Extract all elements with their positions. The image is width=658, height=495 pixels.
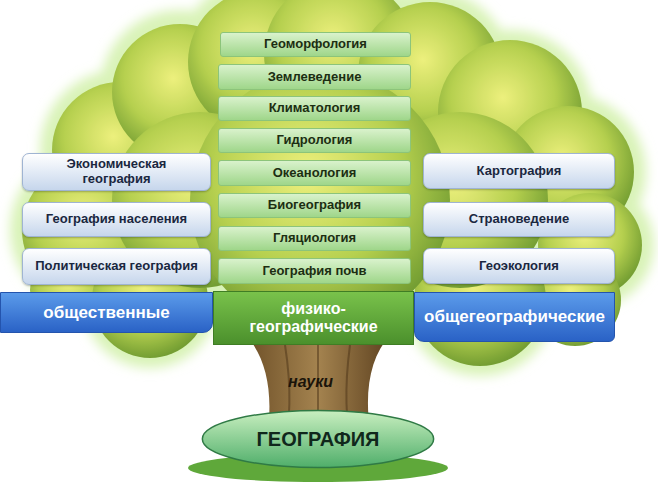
- science-box: Гляциология: [218, 226, 411, 251]
- science-box: География населения: [22, 202, 211, 237]
- node-text: общественные: [43, 303, 169, 323]
- node-text: Гляциология: [273, 231, 356, 246]
- science-box: Экономическая география: [22, 153, 211, 191]
- root-ellipse: ГЕОГРАФИЯ: [200, 408, 436, 470]
- branch-band: общественные: [0, 292, 213, 333]
- node-text: Геоморфология: [264, 37, 367, 52]
- node-text: ГЕОГРАФИЯ: [257, 428, 380, 451]
- science-box: Картография: [423, 153, 615, 189]
- node-text: Политическая география: [35, 259, 197, 274]
- science-box: Биогеография: [218, 193, 411, 218]
- node-text: Экономическая география: [31, 157, 202, 187]
- node-text: Картография: [477, 164, 562, 179]
- science-box: Геоэкология: [423, 248, 615, 284]
- science-box: География почв: [218, 258, 411, 284]
- node-text: физико-географические: [239, 300, 388, 337]
- canopy-glow: [10, 0, 654, 376]
- science-box: Климатология: [218, 96, 411, 121]
- science-box: Геоморфология: [220, 32, 411, 57]
- node-text: Страноведение: [469, 212, 569, 227]
- node-text: География почв: [262, 264, 366, 279]
- science-box: Гидрология: [218, 128, 411, 153]
- science-box: Землеведение: [218, 64, 411, 90]
- science-box: Океанология: [218, 160, 411, 186]
- node-text: Гидрология: [277, 133, 353, 148]
- node-text: География населения: [46, 212, 187, 227]
- node-text: Геоэкология: [479, 259, 559, 274]
- trunk: [246, 335, 390, 462]
- branch-band: физико-географические: [213, 291, 414, 345]
- canopy: [22, 0, 642, 366]
- node-text: общегеографические: [424, 307, 605, 327]
- science-box: Страноведение: [423, 202, 615, 237]
- science-box: Политическая география: [22, 248, 211, 285]
- node-text: Биогеография: [268, 198, 361, 213]
- branch-band: общегеографические: [414, 292, 615, 342]
- node-text: Землеведение: [268, 70, 362, 85]
- node-text: Океанология: [273, 166, 357, 181]
- trunk-label: науки: [288, 373, 333, 391]
- node-text: Климатология: [269, 101, 361, 116]
